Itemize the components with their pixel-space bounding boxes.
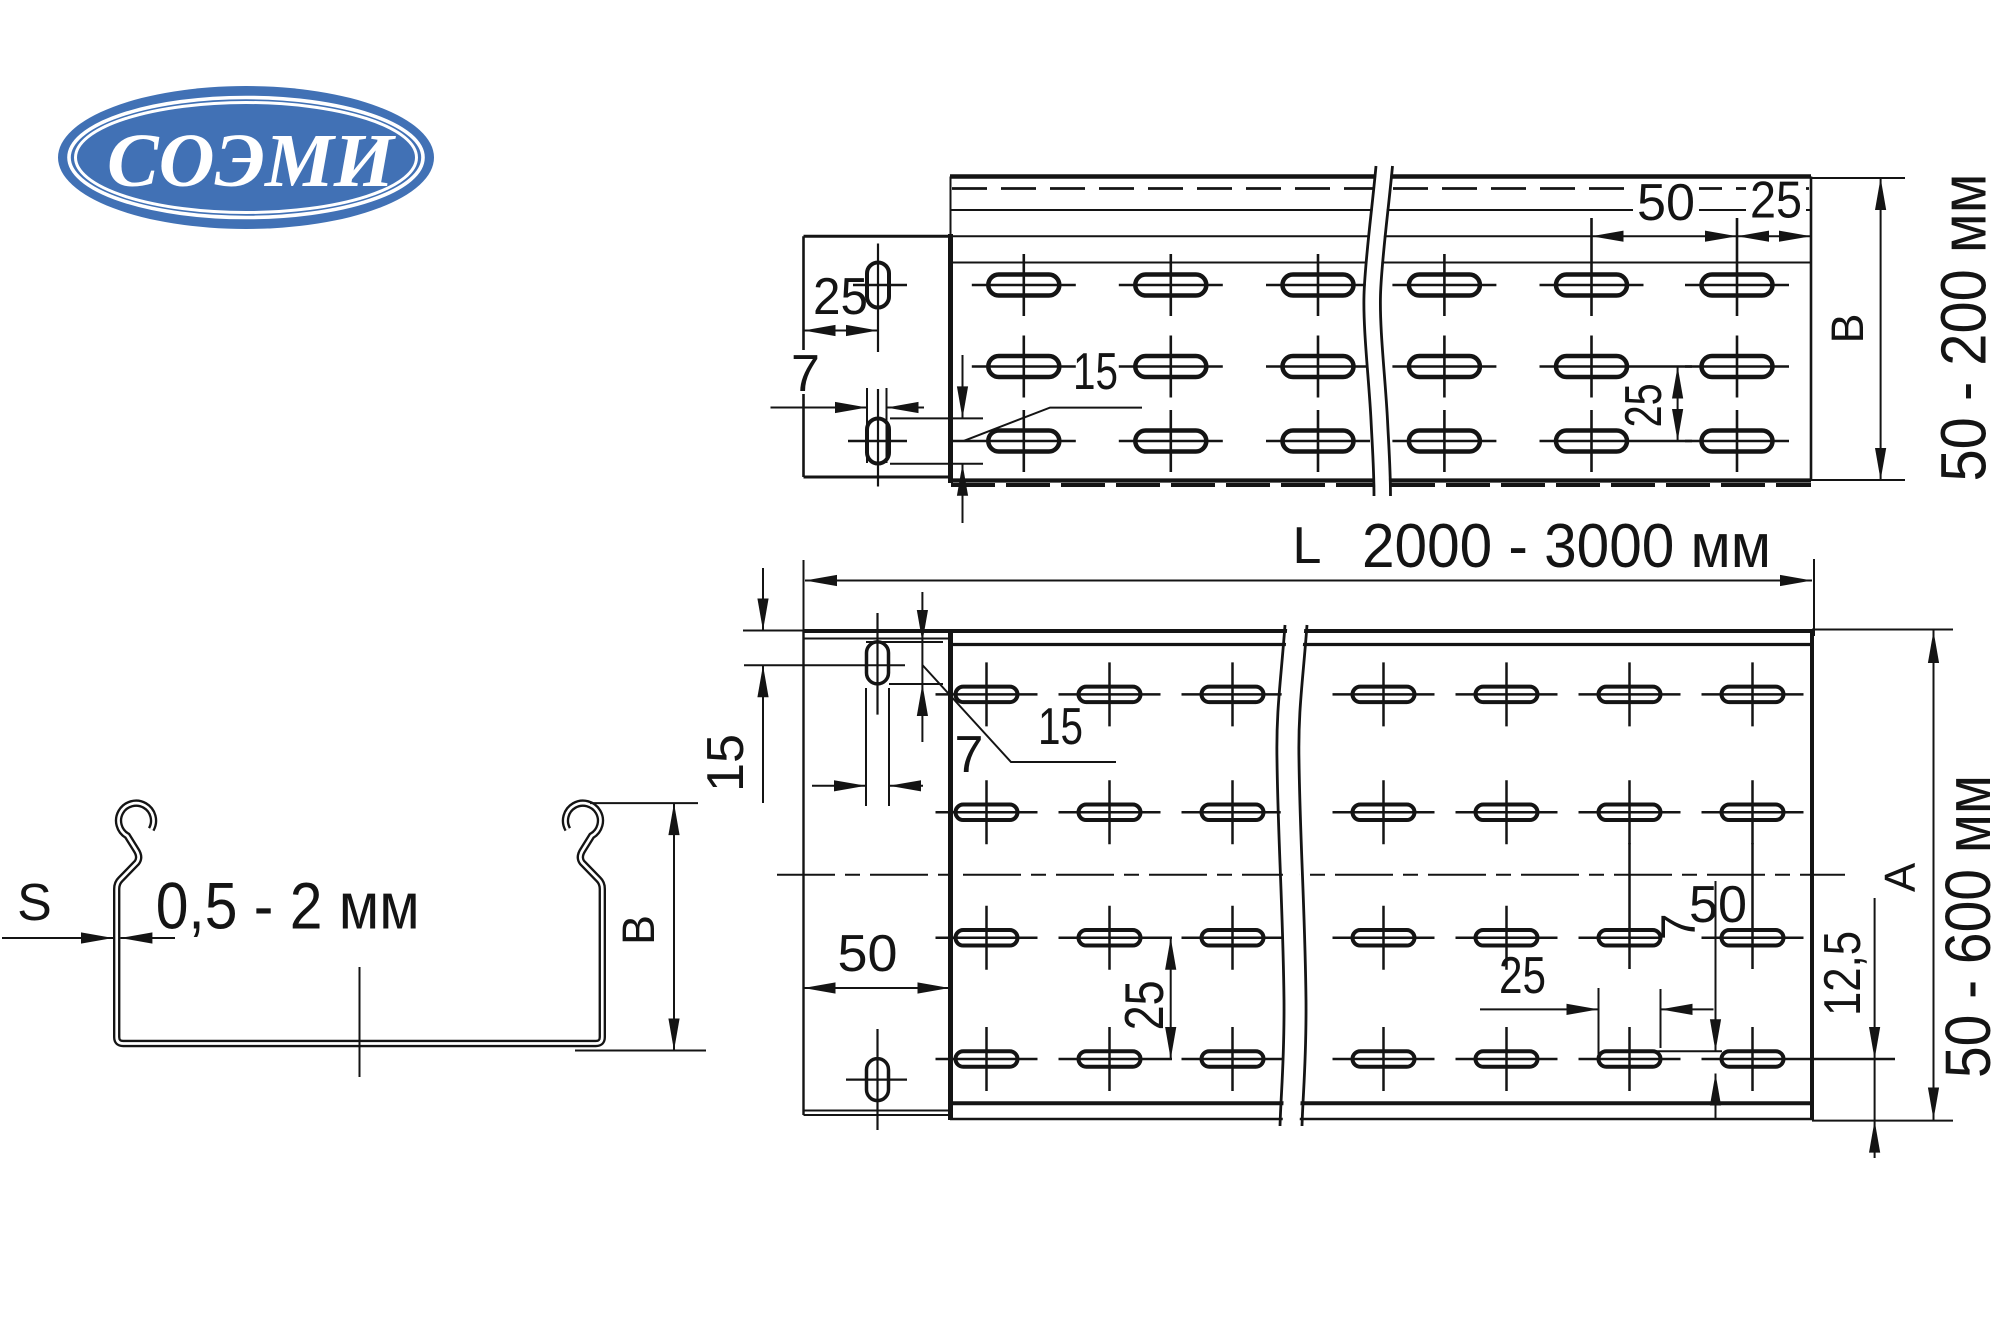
svg-text:2000 - 3000 мм: 2000 - 3000 мм [1362, 512, 1771, 581]
svg-text:B: B [1822, 313, 1873, 343]
svg-text:L: L [1293, 517, 1322, 575]
svg-text:50: 50 [1637, 174, 1695, 232]
svg-text:0,5 - 2 мм: 0,5 - 2 мм [156, 868, 420, 942]
svg-text:25: 25 [1113, 980, 1175, 1030]
svg-text:A: A [1876, 862, 1925, 892]
svg-text:15: 15 [1038, 698, 1083, 756]
svg-text:B: B [613, 915, 664, 945]
svg-text:15: 15 [697, 734, 755, 792]
svg-text:25: 25 [1499, 947, 1546, 1005]
svg-text:7: 7 [791, 345, 820, 403]
svg-text:50 - 600 мм: 50 - 600 мм [1932, 775, 2000, 1078]
svg-text:25: 25 [813, 268, 868, 326]
svg-text:25: 25 [1615, 383, 1673, 427]
svg-text:7: 7 [1653, 913, 1706, 940]
svg-text:25: 25 [1750, 172, 1802, 230]
svg-text:7: 7 [955, 726, 984, 784]
svg-text:50: 50 [838, 925, 898, 983]
svg-text:СОЭМИ: СОЭМИ [107, 119, 397, 203]
svg-text:S: S [17, 874, 52, 932]
svg-text:12,5: 12,5 [1814, 931, 1872, 1016]
svg-text:50: 50 [1689, 876, 1747, 934]
svg-text:50 - 200 мм: 50 - 200 мм [1928, 174, 2000, 482]
svg-text:15: 15 [1073, 343, 1118, 401]
